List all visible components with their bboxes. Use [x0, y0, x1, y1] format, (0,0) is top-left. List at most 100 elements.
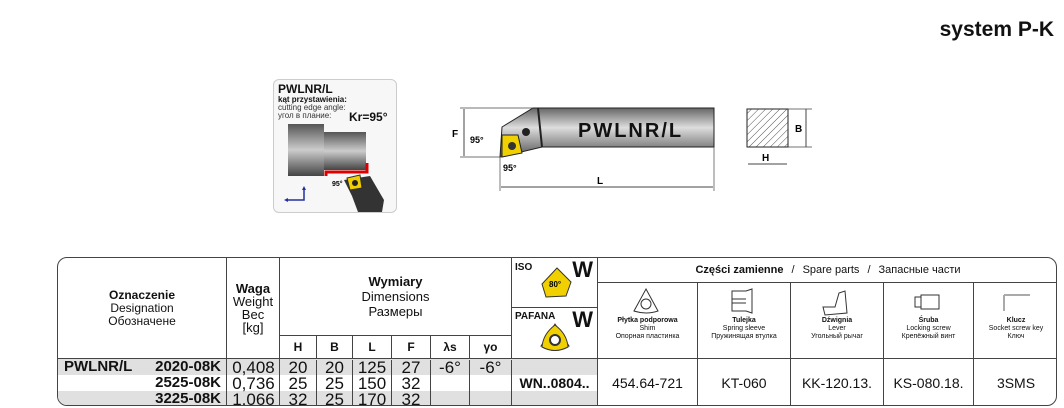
part-number: 3SMS [996, 374, 1036, 391]
weight-col [227, 359, 280, 405]
part-name-ru: Ключ [1007, 333, 1025, 340]
header-pl: Oznaczenie [108, 287, 176, 302]
col-header-L: L [353, 336, 392, 359]
dim-l: L [597, 176, 603, 187]
specification-table: Oznaczenie Designation Обозначене Waga W… [57, 257, 1057, 406]
system-title: system P-K [939, 18, 1054, 41]
pafana-cell: PAFANA W [512, 308, 598, 359]
header-ru: Обозначене [108, 313, 176, 328]
dim-ls [431, 376, 470, 392]
spare-header-pl: Części zamienne [695, 263, 784, 276]
dim-H: 20 [280, 359, 317, 376]
dim-L: 150 [353, 375, 392, 392]
cutting-angle-card: PWLNR/L kąt przystawienia: cutting edge … [273, 79, 397, 213]
workpiece-diagram-icon: 95° [284, 124, 384, 212]
col-header-F: F [392, 336, 431, 359]
part-number: 454.64-721 [598, 359, 698, 405]
dim-ls [431, 392, 470, 405]
part-name-pl: Śruba [918, 317, 939, 324]
spare-header-ru: Запасные части [878, 263, 961, 276]
card-label-pl: kąt przystawienia: [278, 95, 347, 104]
iso-letter: W [572, 257, 593, 282]
dim-B: 25 [317, 375, 353, 392]
header-ru: Размеры [368, 304, 423, 319]
dim-f: F [452, 129, 458, 140]
designation-prefix: PWLNR/L [64, 358, 133, 375]
svg-text:80°: 80° [549, 280, 561, 289]
designation-header: Oznaczenie Designation Обозначене [58, 258, 227, 359]
spring-sleeve-icon [731, 288, 753, 314]
part-name-pl: Płytka podporowa [617, 317, 678, 324]
card-code: PWLNR/L [278, 82, 333, 96]
insert-w-icon [538, 322, 572, 356]
pafana-label: PAFANA [515, 311, 556, 322]
part-number: KT-060 [698, 359, 791, 405]
insert-80-icon: 80° [541, 267, 572, 298]
dim-F: 32 [392, 375, 431, 392]
dim-B: 25 [317, 391, 353, 405]
designation-col [58, 359, 227, 405]
spare-parts-header: Części zamienne / Spare parts / Запасные ч… [598, 258, 1056, 283]
dim-B: 20 [317, 359, 353, 376]
col-header-go: γo [470, 336, 512, 359]
socket-key-icon [1003, 294, 1030, 311]
header-ru: Вес [241, 307, 265, 322]
spare-part-0: Płytka podporowa Shim Опорная пластинка [598, 283, 698, 359]
col-header-ls: λs [431, 336, 470, 359]
header-en: Designation [110, 300, 174, 315]
part-name-pl: Klucz [1006, 317, 1026, 324]
spare-part-2: Dźwignia Lever Угольный рычаг [791, 283, 884, 359]
lever-icon [822, 290, 848, 316]
dim-go [470, 392, 512, 405]
part-number: KK-120.13. [791, 359, 884, 405]
locking-screw-icon [914, 294, 939, 310]
dim-L: 125 [353, 359, 392, 376]
designation-code: 2020-08K [155, 358, 221, 375]
col-header-H: H [280, 336, 317, 359]
dim-h: H [762, 153, 769, 164]
dim-go [470, 376, 512, 392]
dim-go: -6° [470, 359, 512, 376]
card-label-ru: угол в плание: [278, 111, 332, 120]
spare-part-1: Tulejka Spring sleeve Пружинящая втулка [698, 283, 791, 359]
part-name-en: Shim [639, 325, 656, 332]
weight-value: 1,066 [232, 390, 275, 406]
part-name-en: Locking screw [906, 325, 951, 332]
spare-header-en: Spare parts [802, 263, 860, 276]
unit: [kg] [242, 320, 264, 335]
separator: / [867, 263, 871, 276]
weight-value: 0,736 [232, 374, 275, 393]
part-name-en: Lever [828, 325, 846, 332]
part-name-pl: Tulejka [732, 317, 756, 324]
part-name-en: Socket screw key [988, 325, 1044, 332]
insert-code: WN..0804.. [512, 359, 598, 405]
dim-ls: -6° [431, 359, 470, 376]
card-angle: 95° [332, 180, 343, 188]
weight-value: 0,408 [232, 358, 275, 377]
angle-2: 95° [503, 163, 517, 173]
iso-label: ISO [515, 262, 533, 273]
dimensions-header: Wymiary Dimensions Размеры [280, 258, 512, 336]
header-en: Dimensions [361, 289, 430, 304]
pafana-letter: W [572, 307, 593, 332]
col-header-B: B [317, 336, 353, 359]
dim-L: 170 [353, 391, 392, 405]
part-name-ru: Опорная пластинка [615, 333, 680, 340]
card-label-en: cutting edge angle: [278, 103, 346, 112]
spare-part-3: Śruba Locking screw Крепёжный винт [884, 283, 974, 359]
dim-H: 32 [280, 391, 317, 405]
dim-F: 27 [392, 359, 431, 376]
dim-b: B [795, 124, 802, 135]
separator: / [791, 263, 795, 276]
part-name-ru: Угольный рычаг [811, 333, 863, 340]
angle-1: 95° [470, 135, 484, 145]
iso-cell: ISO W 80° [512, 258, 598, 308]
part-name-ru: Пружинящая втулка [711, 333, 777, 340]
header-en: Weight [232, 294, 274, 309]
weight-header: Waga Weight Вес [kg] [227, 258, 280, 359]
table-row [58, 359, 598, 375]
card-kr: Kr=95° [349, 110, 388, 124]
table-row [58, 391, 598, 405]
part-number: KS-080.18. [884, 359, 974, 405]
shim-icon [632, 287, 659, 314]
